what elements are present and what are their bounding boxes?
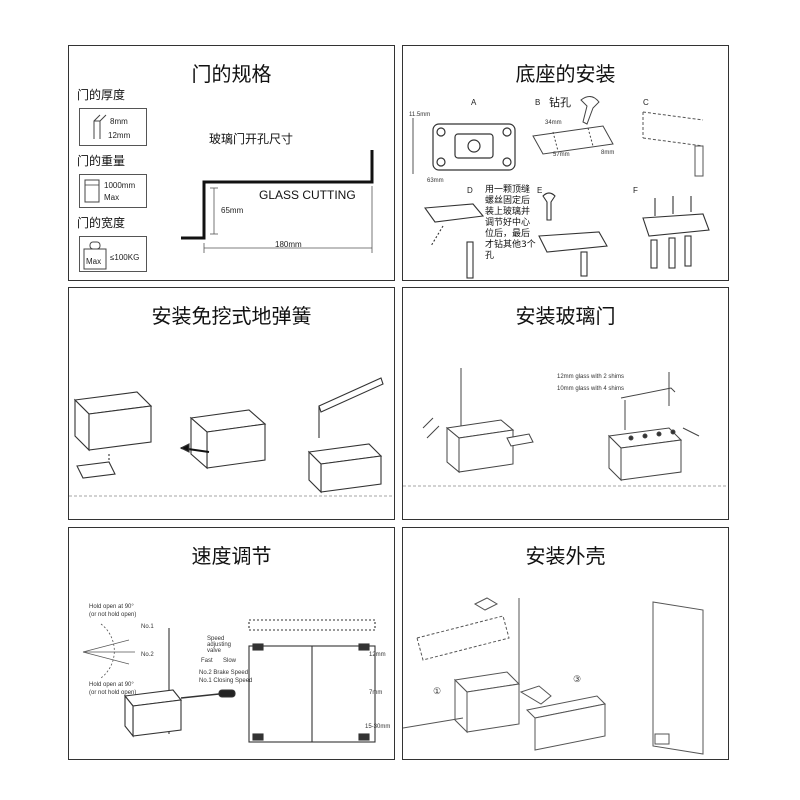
weight-value: 1000mm [104, 181, 136, 190]
glass-cutting-label: GLASS CUTTING [259, 188, 356, 202]
dim-11-5: 11.5mm [409, 112, 431, 118]
cover-step-1: ① [433, 686, 442, 696]
cutout-drawing [181, 150, 374, 253]
shim-note-10mm: 10mm glass with 4 shims [557, 386, 625, 392]
step-d: D [467, 186, 473, 195]
weight-label: 门的重量 [77, 154, 126, 168]
step-b-text: 钻孔 [549, 96, 571, 109]
dim-b2: 57mm [553, 152, 570, 158]
thickness-diagram: 8mm 12mm [79, 108, 147, 146]
glass-drawing [403, 368, 728, 487]
hold-open-90: Hold open at 90° [89, 604, 134, 610]
panel-title: 安装玻璃门 [515, 304, 616, 328]
hold-open-180-sub: (or not hold open) [89, 690, 137, 696]
closing-speed-text: No.1 Closing Speed [199, 678, 253, 684]
cutout-title: 玻璃门开孔尺寸 [209, 132, 294, 146]
panel-title: 速度调节 [191, 544, 272, 568]
weight-diagram: 1000mm Max [79, 174, 147, 208]
step-d-note: 用一颗顶缝 螺丝固定后 装上玻璃并 调节好中心 位后，最后 才钻其他3个 孔 [485, 185, 536, 261]
thickness-label: 门的厚度 [77, 88, 126, 102]
speed-valve-label: Speed adjusting valve [207, 636, 232, 654]
panel-cover-install: 安装外壳 ① ② ③ [402, 527, 729, 760]
shim-note-12mm: 12mm glass with 2 shims [557, 374, 625, 380]
thickness-min: 8mm [110, 117, 128, 126]
base-drawing [412, 96, 710, 279]
step-e: E [537, 186, 543, 195]
panel-speed-adjust: 速度调节 Hold open at 90° (or not hold open)… [68, 527, 395, 760]
width-label: 门的宽度 [77, 216, 126, 230]
dim-63: 63mm [427, 178, 444, 184]
dim-right-2: 7mm [369, 690, 383, 696]
step-f: F [633, 186, 638, 195]
width-dimension: 180mm [275, 240, 302, 249]
slow-label: Slow [223, 658, 237, 664]
brake-speed-text: No.2 Brake Speed [199, 670, 249, 676]
cover-drawing [403, 597, 704, 755]
fast-label: Fast [201, 658, 213, 664]
dim-right-3: 15-30mm [365, 724, 391, 730]
cover-step-3: ③ [573, 674, 582, 684]
width-max: Max [86, 257, 102, 266]
dim-b1: 34mm [545, 120, 562, 126]
hold-open-180: Hold open at 90° [89, 682, 134, 688]
height-dimension: 65mm [221, 206, 244, 215]
thickness-max: 12mm [108, 131, 131, 140]
speed-drawing [82, 619, 376, 743]
dim-8: 8mm [601, 150, 615, 156]
width-diagram: Max ≤100KG [79, 236, 147, 272]
panel-title: 门的规格 [191, 62, 272, 86]
step-c: C [643, 98, 649, 107]
panel-door-spec: 门的规格 门的厚度 8mm 12mm 门的重量 1000mm Max 门的宽度 … [68, 45, 395, 281]
panel-floor-spring: 安装免挖式地弹簧 [68, 287, 395, 520]
width-value: ≤100KG [110, 253, 140, 262]
hold-open-90-sub: (or not hold open) [89, 612, 137, 618]
no2-label: No.2 [141, 652, 154, 658]
panel-title: 底座的安装 [515, 62, 616, 86]
weight-max: Max [104, 193, 120, 202]
panel-base-install: 底座的安装 A B 钻孔 C D E F 11.5mm 63mm 34mm 57… [402, 45, 729, 281]
dim-right-1: 12mm [369, 652, 386, 658]
no1-label: No.1 [141, 624, 154, 630]
step-b: B [535, 98, 541, 107]
panel-title: 安装外壳 [525, 544, 606, 568]
panel-title: 安装免挖式地弹簧 [151, 304, 312, 328]
spring-drawing [69, 377, 394, 497]
step-a: A [471, 98, 477, 107]
panel-glass-door: 安装玻璃门 12mm glass with 2 shims 10mm glass… [402, 287, 729, 520]
